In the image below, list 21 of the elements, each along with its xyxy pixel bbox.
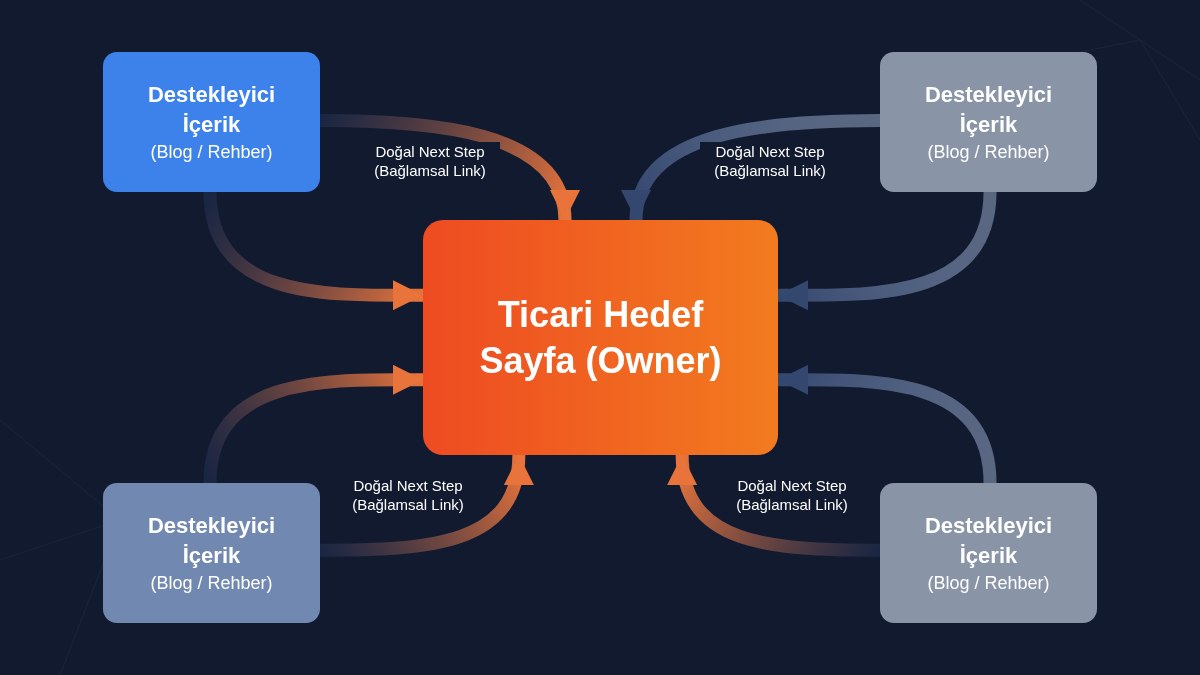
content-box [880, 52, 1097, 192]
node-subtitle: (Blog / Rehber) [927, 572, 1050, 595]
node-subtitle: (Blog / Rehber) [150, 572, 273, 595]
node-title: Ticari Hedef Sayfa (Owner) [478, 292, 723, 383]
arrow [203, 364, 424, 484]
content-box [103, 52, 320, 192]
arrow [624, 114, 881, 221]
content-box [880, 483, 1097, 623]
node-subtitle: (Blog / Rehber) [927, 141, 1050, 164]
node-subtitle: (Blog / Rehber) [150, 141, 273, 164]
target-page-box [423, 220, 778, 455]
node-title: Destekleyici İçerik [923, 81, 1054, 139]
content-box [103, 483, 320, 623]
node-title: Destekleyici İçerik [146, 512, 277, 570]
arrow [203, 191, 424, 311]
arrow [777, 191, 997, 311]
arrow [669, 454, 881, 557]
arrow [319, 454, 532, 557]
node-title: Destekleyici İçerik [146, 81, 277, 139]
arrow [777, 364, 997, 484]
node-title: Destekleyici İçerik [923, 512, 1054, 570]
